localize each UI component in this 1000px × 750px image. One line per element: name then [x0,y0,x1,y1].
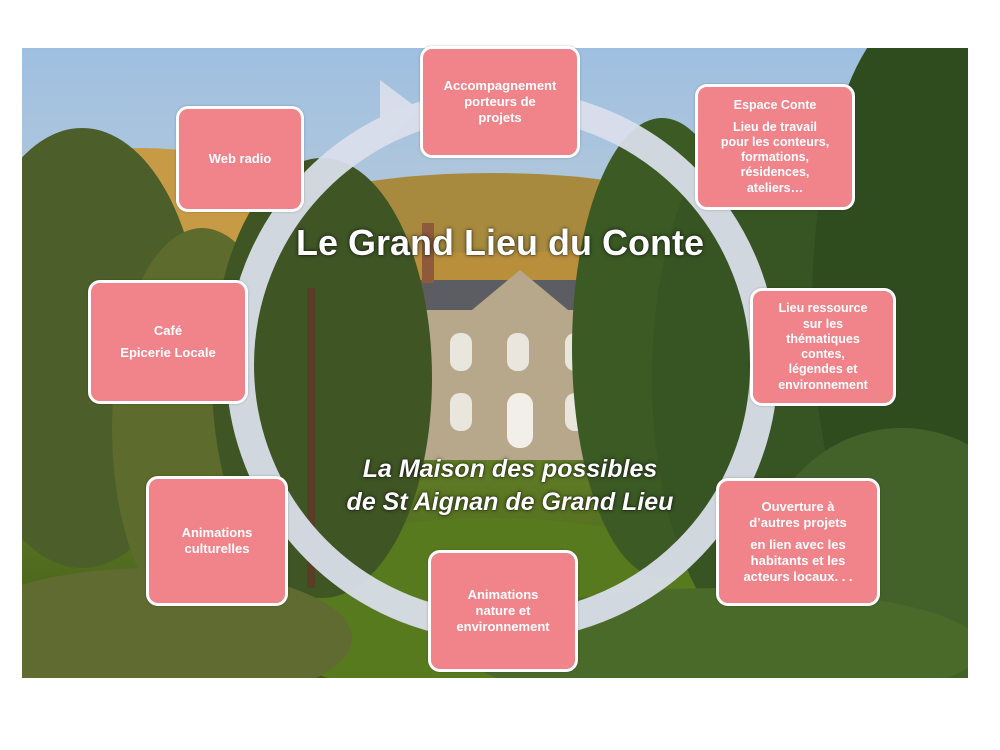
node-lieu-ressource: Lieu ressource sur les thématiques conte… [750,288,896,406]
node-animations-nature: Animations nature et environnement [428,550,578,672]
node-cafe: Café Epicerie Locale [88,280,248,404]
diagram-subtitle: La Maison des possibles de St Aignan de … [260,453,760,518]
subtitle-line-2: de St Aignan de Grand Lieu [346,487,674,516]
node-web-radio: Web radio [176,106,304,212]
subtitle-line-1: La Maison des possibles [362,455,658,483]
diagram-title: Le Grand Lieu du Conte [295,222,704,263]
node-accompagnement: Accompagnement porteurs de projets [420,46,580,158]
node-animations-culturelles: Animations culturelles [146,476,288,606]
node-ouverture: Ouverture à d’autres projets en lien ave… [716,478,880,606]
node-espace-conte: Espace Conte Lieu de travail pour les co… [695,84,855,210]
